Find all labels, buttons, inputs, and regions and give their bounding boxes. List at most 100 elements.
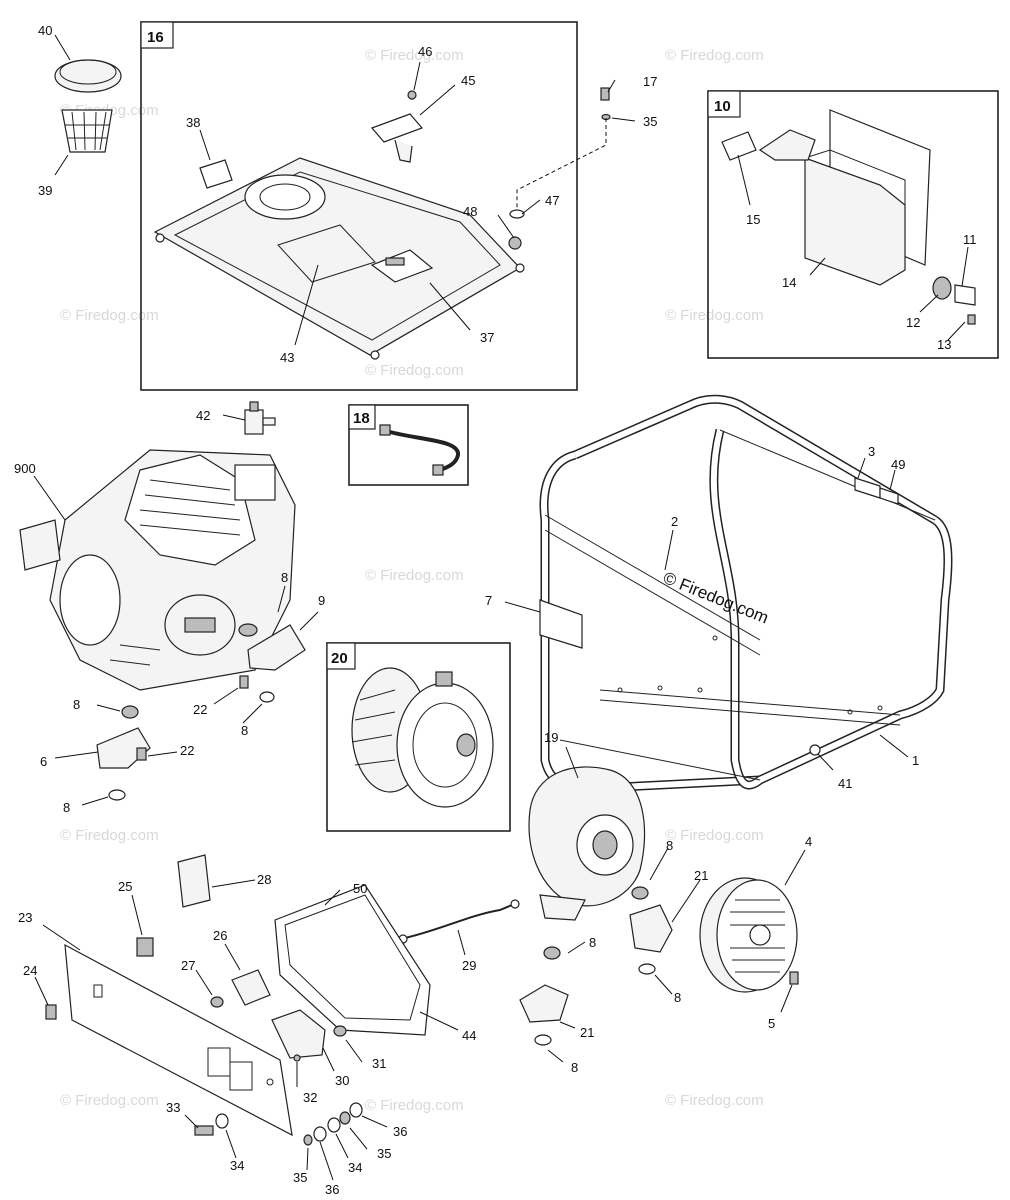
frame-tube-inner — [573, 396, 937, 523]
air-cleaner — [234, 464, 276, 501]
watermark: © Firedog.com — [365, 1097, 464, 1114]
box-20-number: 20 — [331, 650, 348, 667]
callout-39: 39 — [38, 183, 52, 198]
wire-terminal — [510, 899, 520, 909]
fuel-tank — [153, 157, 521, 356]
crankshaft — [184, 617, 216, 633]
grommet-41 — [809, 744, 821, 756]
callout-36: 36 — [393, 1124, 407, 1139]
shutoff-outlet — [262, 417, 276, 426]
end-cover-4 — [699, 877, 799, 993]
gasket-11 — [954, 284, 976, 306]
exhaust-pipe — [758, 129, 816, 161]
spark-arrestor-12 — [932, 276, 952, 300]
callout-25: 25 — [118, 879, 132, 894]
fuel-tank-group: 16 — [140, 21, 578, 391]
callout-35: 35 — [377, 1146, 391, 1161]
callout-19: 19 — [544, 730, 558, 745]
control-box-housing — [274, 884, 431, 1036]
callout-8: 8 — [666, 838, 673, 853]
label-plate-43 — [277, 224, 376, 283]
frame-tube — [573, 394, 938, 524]
callout-21: 21 — [580, 1025, 594, 1040]
callout-2: 2 — [671, 514, 678, 529]
callout-31: 31 — [372, 1056, 386, 1071]
outlet-cutout — [229, 1061, 253, 1091]
box-16-tag — [140, 21, 174, 49]
callout-37: 37 — [480, 330, 494, 345]
screw-24 — [45, 1004, 57, 1020]
callout-8: 8 — [589, 935, 596, 950]
washer-35 — [303, 1134, 313, 1146]
control-components — [45, 854, 363, 1146]
fuel-gauge-37 — [370, 249, 434, 283]
callout-38: 38 — [186, 115, 200, 130]
cooling-fins — [139, 479, 241, 536]
callout-30: 30 — [335, 1073, 349, 1088]
callout-8: 8 — [571, 1060, 578, 1075]
fuel-cap-top — [59, 59, 117, 85]
callout-35: 35 — [643, 114, 657, 129]
callout-900: 900 — [14, 461, 36, 476]
engine-cylinder — [124, 454, 256, 566]
frame-rails — [544, 429, 936, 656]
fuel-filler-neck — [244, 174, 326, 220]
callout-45: 45 — [461, 73, 475, 88]
watermark: © Firedog.com — [665, 1092, 764, 1109]
box-10-frame — [707, 90, 999, 359]
frame-hole — [847, 709, 853, 715]
callout-13: 13 — [937, 337, 951, 352]
box-18-number: 18 — [353, 410, 370, 427]
callout-41: 41 — [838, 776, 852, 791]
end-cover-vents — [730, 899, 785, 973]
callout-1: 1 — [912, 753, 919, 768]
shutoff-knob — [249, 401, 259, 412]
frame-hole — [657, 685, 663, 691]
muffler-top — [804, 149, 906, 205]
box-20-frame — [326, 642, 511, 832]
ground-wire-29 — [398, 899, 520, 944]
callout-8: 8 — [241, 723, 248, 738]
fuel-valve-body — [394, 139, 413, 163]
nut-8 — [238, 623, 258, 637]
nut-31 — [333, 1025, 347, 1037]
nut-8 — [543, 946, 561, 960]
callout-8: 8 — [674, 990, 681, 1005]
watermark: © Firedog.com — [665, 307, 764, 324]
grommet-47 — [509, 209, 525, 219]
muffler-14 — [804, 157, 906, 286]
ring-27 — [210, 996, 224, 1008]
callout-42: 42 — [196, 408, 210, 423]
callout-27: 27 — [181, 958, 195, 973]
callout-5: 5 — [768, 1016, 775, 1031]
watermark: © Firedog.com — [665, 47, 764, 64]
frame-base-rails — [559, 689, 901, 781]
frame-tube-inner — [710, 429, 738, 641]
stud-22 — [136, 747, 147, 761]
callout-23: 23 — [18, 910, 32, 925]
tank-fasteners — [509, 87, 611, 219]
box-16-frame — [140, 21, 578, 391]
engine-900 — [19, 449, 296, 691]
engine-mounts — [96, 623, 306, 801]
box-20-tag — [326, 642, 356, 670]
gauge-window — [385, 257, 405, 266]
ground-wire — [404, 904, 513, 939]
receptacle-30 — [271, 1009, 326, 1059]
rotor-shaft — [456, 733, 476, 757]
callout-44: 44 — [462, 1028, 476, 1043]
fuel-hose-group: 18 — [348, 404, 469, 486]
mount-hole — [370, 350, 380, 360]
screw-5 — [789, 971, 799, 985]
frame-hole — [617, 687, 623, 693]
watermark: © Firedog.com — [665, 827, 764, 844]
callout-22: 22 — [180, 743, 194, 758]
muffler-group: 10 — [707, 90, 999, 359]
box-16-number: 16 — [147, 29, 164, 46]
callout-3: 3 — [868, 444, 875, 459]
callout-8: 8 — [63, 800, 70, 815]
watermark: © Firedog.com — [60, 827, 159, 844]
washer-34 — [215, 1113, 229, 1129]
firedog-watermark: © Firedog.com — [661, 568, 772, 627]
